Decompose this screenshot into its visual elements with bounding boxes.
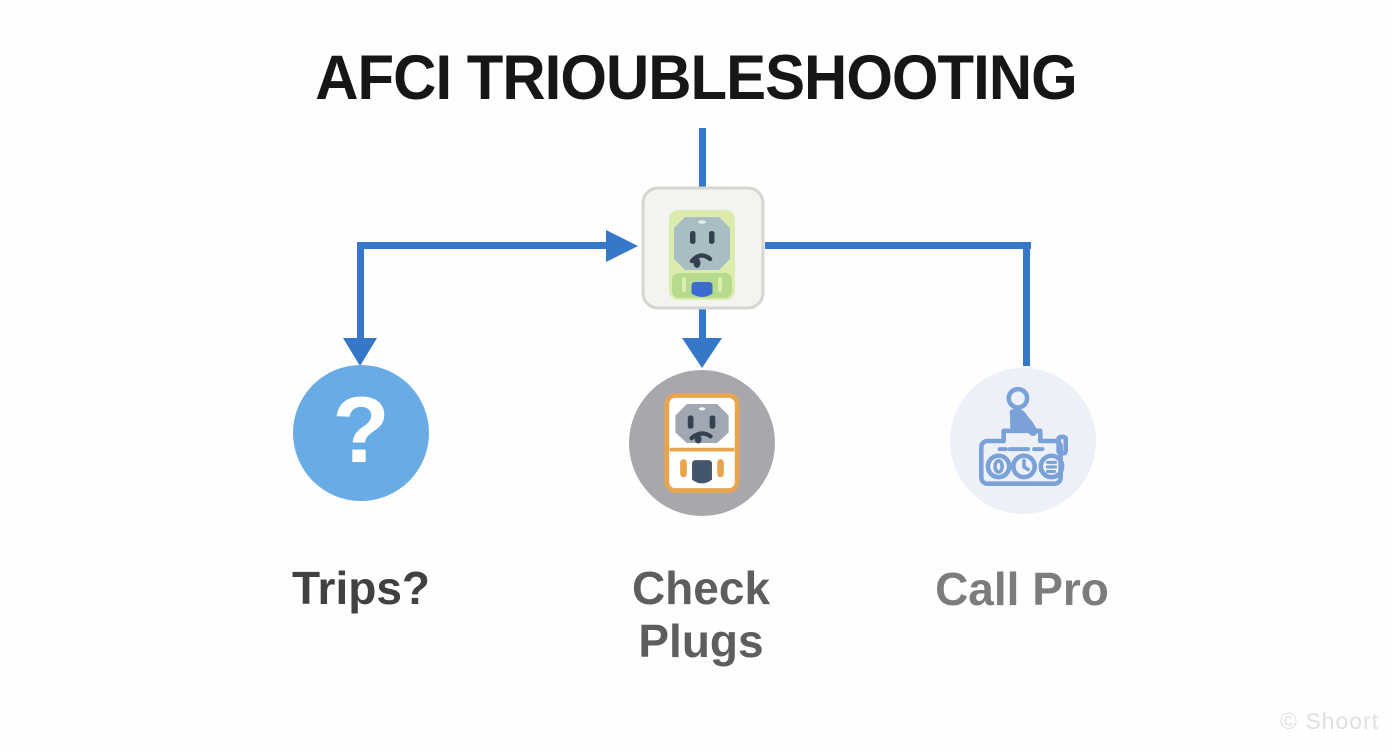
- watermark: © Shoort: [1280, 708, 1380, 734]
- connector-right-vertical: [1023, 242, 1030, 366]
- call-pro-label: Call Pro: [935, 563, 1109, 615]
- trips-label: Trips?: [291, 562, 431, 614]
- question-mark-icon: ?: [332, 377, 390, 482]
- arrowhead-into-root-icon: [606, 230, 638, 262]
- connector-title-to-root: [699, 128, 706, 188]
- trips-question-circle: ?: [293, 365, 429, 501]
- connector-left-vertical: [357, 242, 364, 340]
- arrowhead-to-trips-icon: [343, 338, 377, 366]
- check-plugs-circle: [629, 370, 775, 516]
- call-pro-circle: [950, 368, 1096, 514]
- root-afci-outlet-node: [641, 186, 765, 310]
- arrowhead-to-check-icon: [682, 338, 722, 368]
- page-title: AFCI TRIOUBLESHOOTING: [315, 43, 1077, 113]
- check-plugs-label: Check Plugs: [631, 562, 771, 668]
- connector-middle-vertical: [699, 308, 706, 340]
- afci-outlet-icon: [641, 186, 765, 310]
- sad-outlet-icon: [664, 393, 740, 493]
- connector-left-horizontal: [357, 242, 607, 249]
- technician-panel-icon: [979, 386, 1069, 487]
- connector-right-horizontal: [765, 242, 1031, 249]
